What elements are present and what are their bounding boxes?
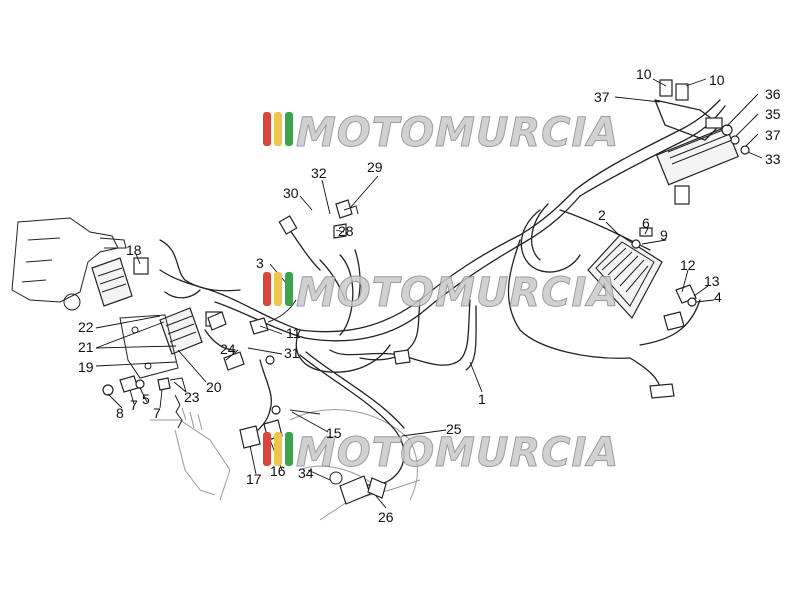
callout-label: 16 bbox=[270, 463, 286, 479]
callout-label: 19 bbox=[78, 359, 94, 375]
relay-block bbox=[654, 79, 740, 205]
callout-label: 7 bbox=[130, 397, 138, 413]
watermark-text: MOTOMURCIA bbox=[296, 430, 619, 476]
callout-label: 2 bbox=[598, 207, 606, 223]
callout-label: 37 bbox=[594, 89, 610, 105]
callout-label: 31 bbox=[284, 345, 300, 361]
callout-label: 13 bbox=[704, 273, 720, 289]
callout-label: 35 bbox=[765, 106, 781, 122]
frame-outline bbox=[11, 217, 421, 521]
watermark-text: MOTOMURCIA bbox=[296, 110, 619, 156]
callout-label: 25 bbox=[446, 421, 462, 437]
ignition-coil-18 bbox=[91, 257, 149, 307]
fasteners-right bbox=[631, 124, 750, 399]
callout-label: 12 bbox=[680, 257, 696, 273]
watermark-text: MOTOMURCIA bbox=[296, 270, 619, 316]
callout-label: 10 bbox=[636, 66, 652, 82]
callout-label: 24 bbox=[220, 341, 236, 357]
watermark-stripe bbox=[285, 272, 293, 306]
callout-label: 9 bbox=[660, 227, 668, 243]
callout-label: 4 bbox=[714, 289, 722, 305]
callout-label: 20 bbox=[206, 379, 222, 395]
watermark-stripe bbox=[274, 432, 282, 466]
callout-label: 29 bbox=[367, 159, 383, 175]
callout-label: 3 bbox=[256, 255, 264, 271]
callout-label: 23 bbox=[184, 389, 200, 405]
callout-label: 37 bbox=[765, 127, 781, 143]
callout-label: 7 bbox=[153, 405, 161, 421]
callout-label: 10 bbox=[709, 72, 725, 88]
small-parts-left bbox=[102, 375, 187, 429]
sensors-middle bbox=[207, 199, 411, 371]
callout-label: 22 bbox=[78, 319, 94, 335]
callout-label: 34 bbox=[298, 465, 314, 481]
callout-label: 15 bbox=[326, 425, 342, 441]
watermark-stripe bbox=[274, 112, 282, 146]
callout-label: 36 bbox=[765, 86, 781, 102]
callout-label: 11 bbox=[286, 325, 301, 341]
callout-label: 8 bbox=[116, 405, 124, 421]
callout-label: 32 bbox=[311, 165, 327, 181]
callout-label: 28 bbox=[338, 223, 354, 239]
ecu-unit bbox=[587, 234, 663, 320]
watermark-top: MOTOMURCIA bbox=[263, 110, 619, 157]
callout-label: 30 bbox=[283, 185, 299, 201]
watermark-stripe bbox=[263, 112, 271, 146]
callout-label: 18 bbox=[126, 242, 142, 258]
watermark-stripe bbox=[285, 432, 293, 466]
callout-label: 6 bbox=[642, 215, 650, 231]
callout-label: 5 bbox=[142, 391, 150, 407]
watermark-stripe bbox=[263, 272, 271, 306]
watermark-stripe bbox=[274, 272, 282, 306]
watermark-middle: MOTOMURCIA bbox=[263, 270, 619, 317]
callout-label: 1 bbox=[478, 391, 486, 407]
callout-label: 17 bbox=[246, 471, 262, 487]
callout-label: 33 bbox=[765, 151, 781, 167]
callout-label: 21 bbox=[78, 339, 94, 355]
watermark-stripe bbox=[263, 432, 271, 466]
watermark-stripe bbox=[285, 112, 293, 146]
watermark-bottom: MOTOMURCIA bbox=[263, 430, 619, 477]
callout-label: 26 bbox=[378, 509, 394, 525]
callout-labels: 10 10 37 36 35 37 33 29 32 30 28 2 6 9 1… bbox=[78, 66, 781, 525]
